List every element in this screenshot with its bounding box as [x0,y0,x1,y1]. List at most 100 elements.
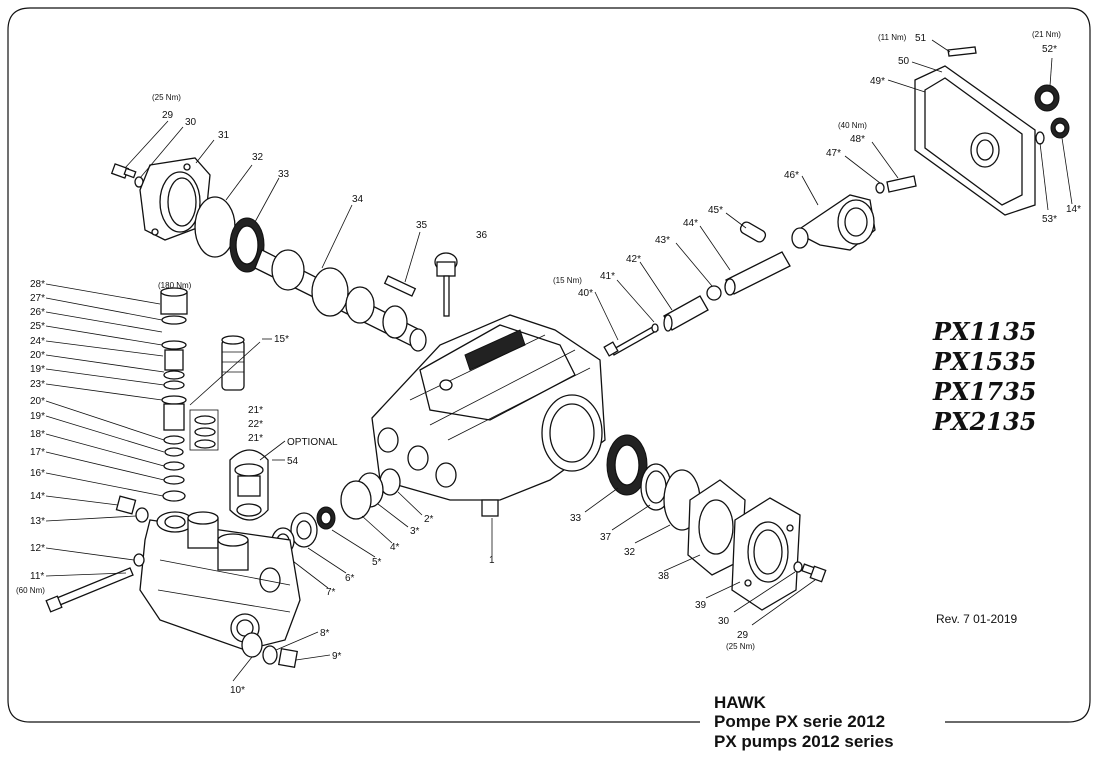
callout: 6* [345,573,355,584]
part-48-bolt [886,175,917,193]
part-4-retainer [340,480,372,520]
callout: 29 [737,630,749,641]
callout: 46* [784,170,799,181]
callout: 20* [30,396,45,407]
callout: 18* [30,429,45,440]
callout: 54 [287,456,299,467]
title-block: HAWK Pompe PX serie 2012 PX pumps 2012 s… [714,693,894,751]
part-8-oring [262,645,278,665]
callout: 7* [326,587,336,598]
piston-group [594,39,1073,357]
callout: 15* [274,334,289,345]
callout: 10* [230,685,245,696]
drawing-frame [7,7,1091,723]
part-32-oring [194,196,236,258]
part-30-washer-right [793,561,803,573]
model-name: PX1135 [932,317,1036,346]
callout: 19* [30,364,45,375]
valve-stack [160,287,286,521]
title-line-it: Pompe PX serie 2012 [714,712,885,731]
callout: 30 [185,117,197,128]
part-29-bolt-right [801,563,827,583]
callout: 16* [30,468,45,479]
callout: 21* [248,405,263,416]
callout: 42* [626,254,641,265]
part-12-washer [133,553,145,567]
callout: 20* [30,350,45,361]
callout: 40* [578,288,593,299]
part-43-washer [706,285,722,301]
part-14-plug [115,495,137,515]
title-line-en: PX pumps 2012 series [714,732,894,751]
callout: 45* [708,205,723,216]
callout: 9* [332,651,342,662]
part-33-bearing-right [606,434,648,496]
part-53-oring [1035,131,1045,145]
callout: 12* [30,543,45,554]
callout: 24* [30,336,45,347]
callout: 25* [30,321,45,332]
model-name: PX1735 [932,377,1036,406]
callout: 4* [390,542,400,553]
crankshaft-group [110,120,458,352]
callout: 5* [372,557,382,568]
callout: 21* [248,433,263,444]
left-leaders [45,283,331,682]
callout: 27* [30,293,45,304]
part-50-cover [914,65,1036,216]
torque-label: (180 Nm) [158,281,192,290]
callout: 23* [30,379,45,390]
model-list: PX1135 PX1535 PX1735 PX2135 [932,317,1036,436]
callout: 1 [489,555,495,566]
callout: 28* [30,279,45,290]
callout: 29 [162,110,174,121]
callout: 47* [826,148,841,159]
callout: 2* [424,514,434,525]
callout: 50 [898,56,910,67]
callout: 11* [30,571,44,582]
part-54-optional [229,449,269,521]
callout: 22* [248,419,263,430]
callout: 36 [476,230,488,241]
callout-labels: (25 Nm) 29 30 31 32 33 34 35 36 (180 Nm)… [16,30,1081,696]
part-38-gasket [687,479,746,576]
callout: 34 [352,194,364,205]
callout: 44* [683,218,698,229]
part-39-flange [731,497,801,611]
callout: 52* [1042,44,1057,55]
part-14-plug-right [1050,117,1070,139]
part-46-conrod [791,194,876,251]
part-29-bolt [110,163,137,179]
callout: 8* [320,628,330,639]
callout: 39 [695,600,707,611]
callout: 17* [30,447,45,458]
callout: 41* [600,271,615,282]
callout: 30 [718,616,730,627]
part-1-crankcase [371,314,606,556]
callout: 33 [278,169,290,180]
optional-label: OPTIONAL [287,437,338,448]
part-15-valve [221,335,245,391]
part-36-dipstick [434,252,458,317]
callout: 37 [600,532,612,543]
part-40-bolt [611,324,659,356]
title-brand: HAWK [714,693,767,712]
callout: 33 [570,513,582,524]
callout: 31 [218,130,230,141]
right-bearing-group [584,434,827,626]
part-10-washer [241,632,263,658]
torque-label: (15 Nm) [553,276,582,285]
callout: 38 [658,571,670,582]
model-name: PX1535 [932,347,1036,376]
callout: 3* [410,526,420,537]
callout: 53* [1042,214,1057,225]
torque-label: (25 Nm) [726,642,755,651]
callout: 32 [624,547,636,558]
torque-label: (11 Nm) [878,33,907,42]
part-35-key [383,275,417,297]
torque-label: (60 Nm) [16,586,45,595]
part-9-plug [277,647,299,669]
part-47-washer [875,182,885,194]
